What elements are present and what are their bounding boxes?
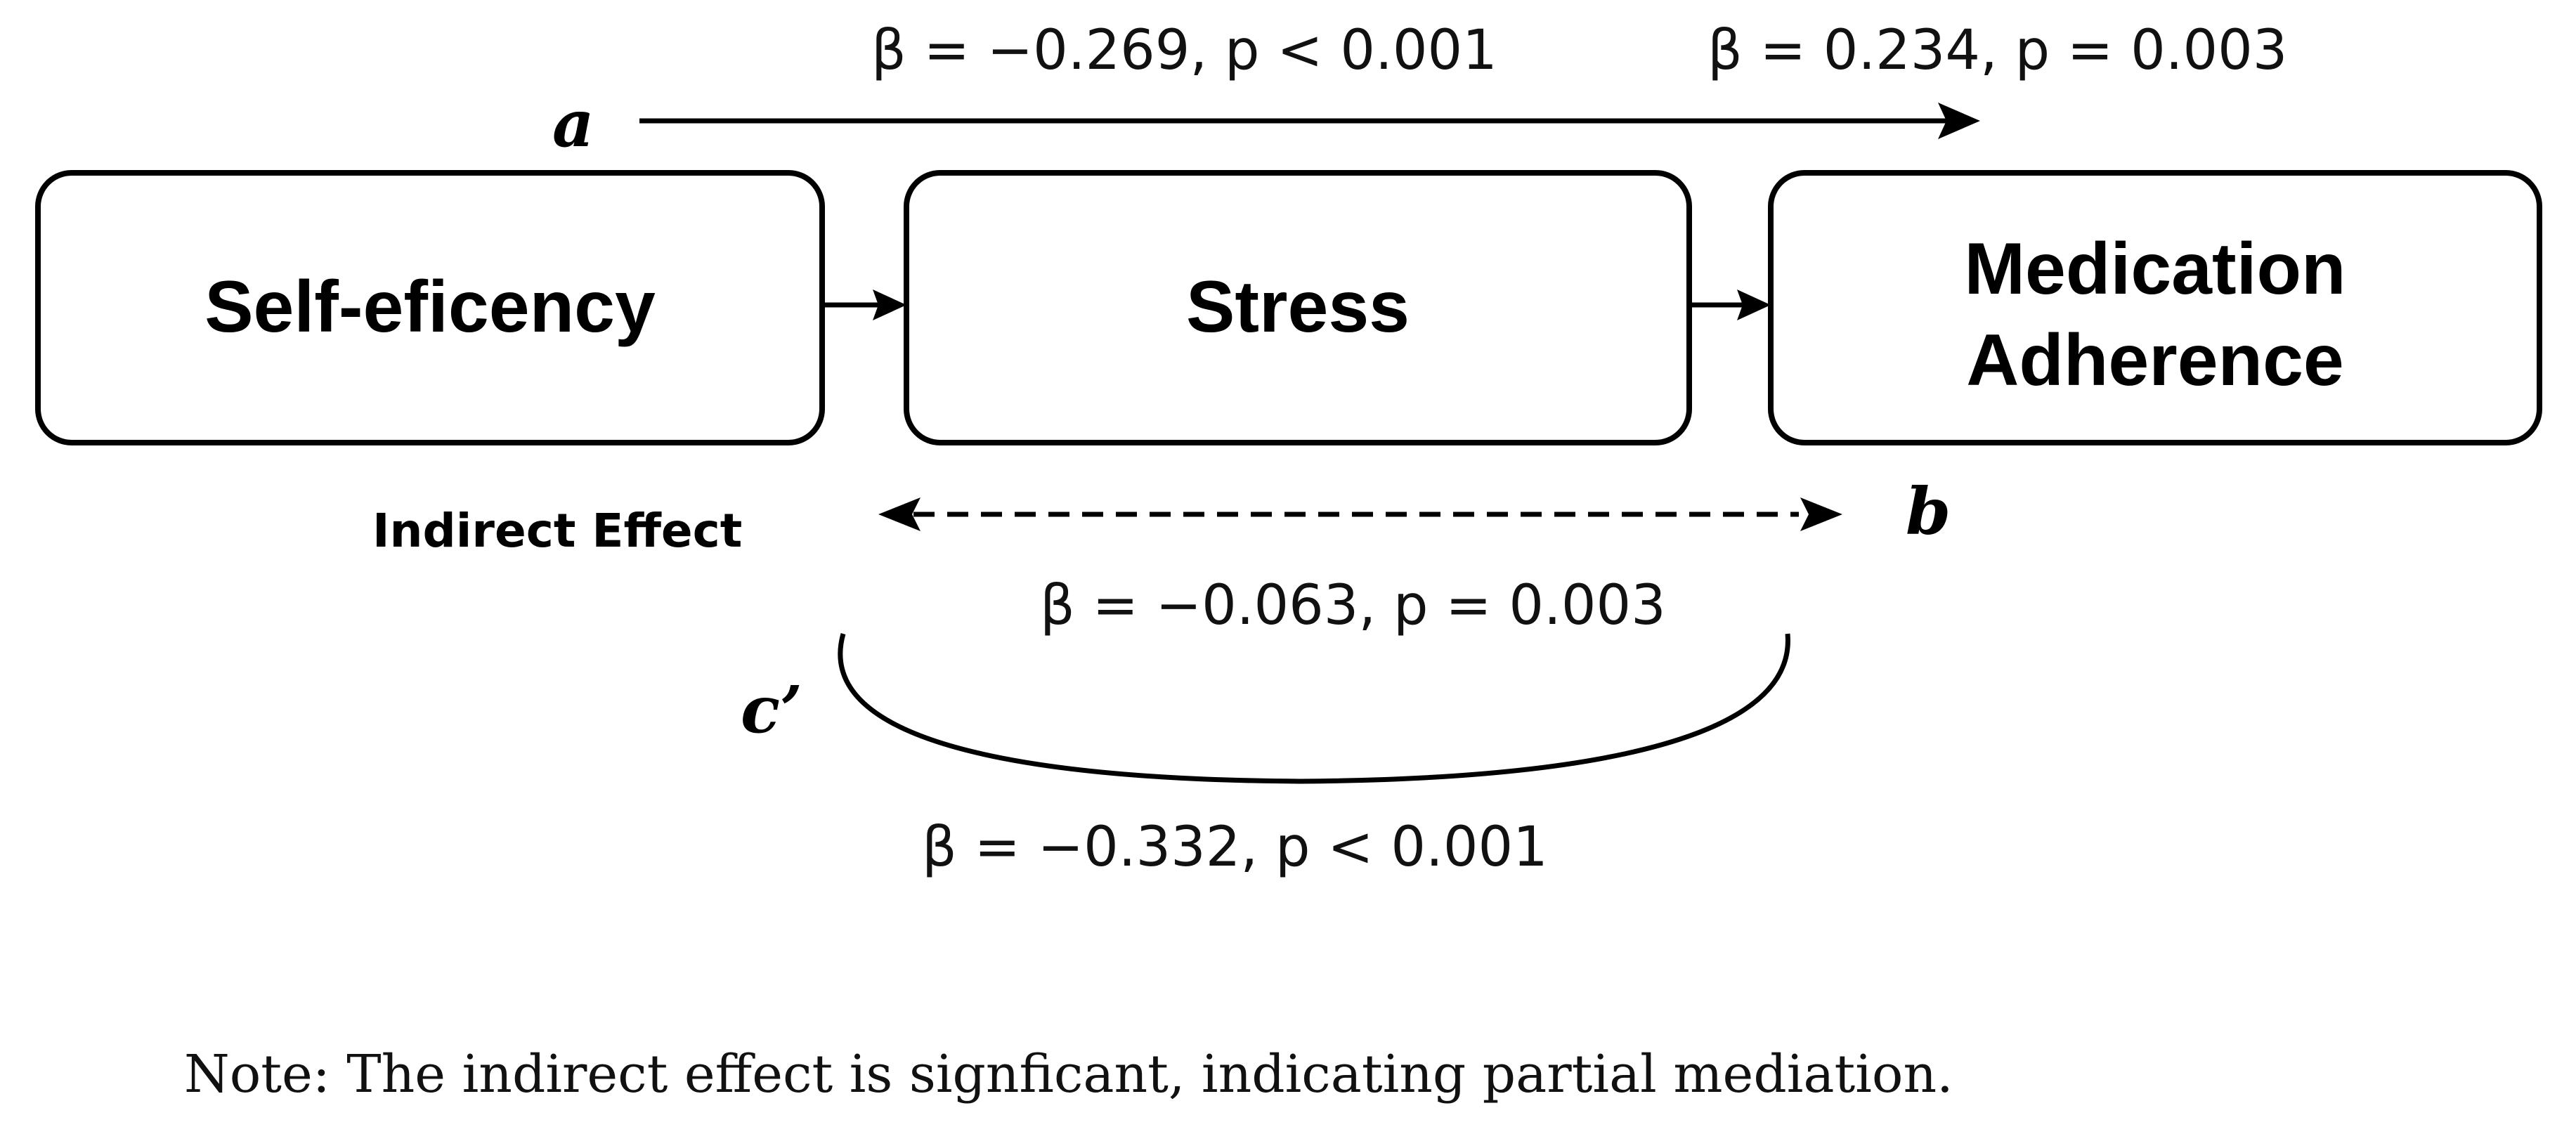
path-c-prime-letter: c’ [741, 672, 802, 748]
adherence-label-line1: Medication [1964, 228, 2346, 310]
path-a-stat-left: β = −0.269, p < 0.001 [871, 19, 1497, 82]
medication-adherence-box: Medication Adherence [1768, 170, 2542, 445]
self-efficacy-label: Self-eficency [204, 266, 656, 348]
path-b-letter: b [1906, 474, 1951, 549]
path-a-letter: a [552, 86, 594, 162]
stress-box: Stress [904, 170, 1692, 445]
indirect-effect-dashed-arrow [878, 497, 1842, 531]
arrow-stress-to-adherence [1691, 289, 1771, 320]
figure-note: Note: The indirect effect is signficant,… [184, 1044, 1953, 1105]
indirect-effect-label: Indirect Effect [372, 504, 742, 558]
path-a-arrow [639, 103, 1980, 139]
indirect-effect-stat: β = −0.063, p = 0.003 [1040, 574, 1666, 637]
path-a-stat-right: β = 0.234, p = 0.003 [1707, 19, 2287, 82]
self-efficacy-box: Self-eficency [35, 170, 825, 445]
path-c-prime-curve [838, 633, 1790, 784]
path-c-prime-stat: β = −0.332, p < 0.001 [922, 816, 1548, 879]
arrow-self-efficacy-to-stress [824, 289, 906, 320]
stress-label: Stress [1186, 266, 1410, 348]
adherence-label-line2: Adherence [1966, 320, 2344, 401]
